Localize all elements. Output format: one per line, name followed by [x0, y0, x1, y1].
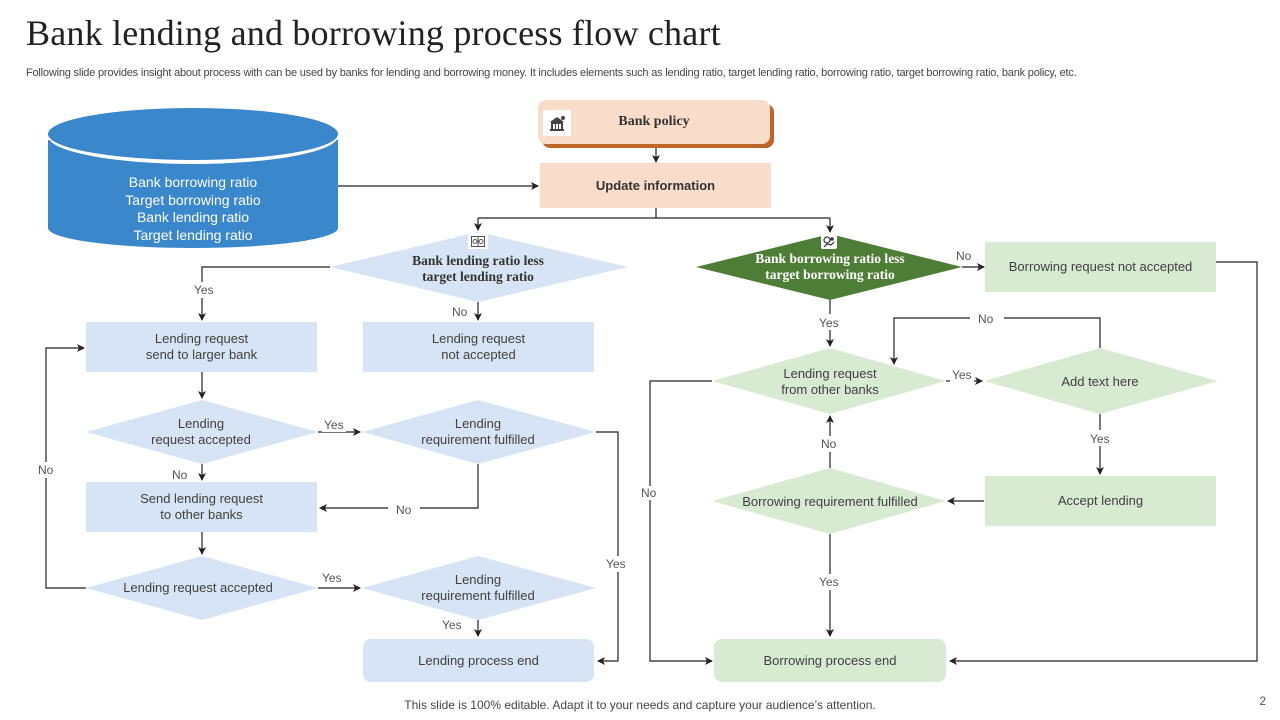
- decision-add-text[interactable]: Add text here: [1010, 372, 1190, 392]
- lending-send-larger-bank-label: Lending request send to larger bank: [145, 331, 258, 362]
- decision-lending-accepted-1-label: Lending request accepted: [151, 416, 251, 447]
- borrowing-process-end-box[interactable]: Borrowing process end: [714, 639, 946, 682]
- borrowing-not-accepted-box[interactable]: Borrowing request not accepted: [985, 242, 1216, 292]
- lending-process-end-label: Lending process end: [418, 652, 539, 668]
- decision-lending-accepted-1-shape: [86, 400, 318, 464]
- decision-lending-ratio[interactable]: Bank lending ratio less target lending r…: [360, 250, 596, 288]
- balance-book-icon: [468, 233, 488, 249]
- decision-lending-requirement-2-label: Lending requirement fulfilled: [421, 572, 535, 603]
- decision-lending-requirement-1-shape: [362, 400, 596, 464]
- lending-send-larger-bank-box[interactable]: Lending request send to larger bank: [86, 322, 317, 372]
- decision-lending-ratio-shape: [330, 232, 628, 302]
- decision-request-other-banks[interactable]: Lending request from other banks: [740, 364, 920, 400]
- update-information-box[interactable]: Update information: [540, 163, 771, 208]
- lending-not-accepted-box[interactable]: Lending request not accepted: [363, 322, 594, 372]
- bank-policy-label: Bank policy: [618, 114, 690, 129]
- footer-note: This slide is 100% editable. Adapt it to…: [404, 698, 876, 712]
- lending-not-accepted-label: Lending request not accepted: [431, 331, 526, 362]
- connectors: [45, 148, 1258, 665]
- decision-borrowing-requirement-shape: [712, 468, 946, 534]
- label-no-accepted-1: No: [170, 468, 190, 482]
- decision-lending-accepted-2[interactable]: Lending request accepted: [100, 578, 296, 598]
- database-ratios-text: Bank borrowing ratio Target borrowing ra…: [125, 174, 261, 243]
- label-no-borrowing-ratio: No: [954, 249, 974, 263]
- decision-lending-accepted-2-label: Lending request accepted: [123, 580, 273, 595]
- decision-borrowing-requirement[interactable]: Borrowing requirement fulfilled: [730, 492, 930, 512]
- accept-lending-box[interactable]: Accept lending: [985, 476, 1216, 526]
- decision-lending-requirement-1-label: Lending requirement fulfilled: [421, 416, 535, 447]
- borrowing-not-accepted-label: Borrowing request not accepted: [1008, 259, 1193, 274]
- decision-lending-requirement-2[interactable]: Lending requirement fulfilled: [382, 570, 574, 606]
- label-no-add-text: No: [976, 312, 996, 326]
- label-no-request-other: No: [639, 486, 659, 500]
- lending-process-end-box[interactable]: Lending process end: [363, 639, 594, 682]
- label-yes-add-text: Yes: [1088, 432, 1112, 446]
- label-yes-requirement-1: Yes: [604, 557, 628, 571]
- decision-lending-accepted-1[interactable]: Lending request accepted: [106, 414, 296, 450]
- decision-request-other-shape: [712, 348, 946, 414]
- label-yes-borrowing-requirement: Yes: [817, 575, 841, 589]
- send-other-banks-box[interactable]: Send lending request to other banks: [86, 482, 317, 532]
- slide-title: Bank lending and borrowing process flow …: [26, 13, 721, 53]
- label-no-requirement-1: No: [394, 503, 414, 517]
- decision-borrowing-ratio-shape: [696, 234, 962, 300]
- label-yes-lending-ratio: Yes: [192, 283, 216, 297]
- borrowing-process-end-label: Borrowing process end: [763, 652, 897, 668]
- bank-policy-box[interactable]: Bank policy: [538, 100, 770, 144]
- decision-add-text-label: Add text here: [1061, 374, 1139, 389]
- accept-lending-label: Accept lending: [1057, 493, 1144, 508]
- decision-borrowing-requirement-label: Borrowing requirement fulfilled: [742, 494, 918, 509]
- decision-add-text-shape: [984, 348, 1218, 414]
- money-hand-icon: [821, 234, 837, 249]
- update-information-label: Update information: [595, 177, 716, 193]
- decision-request-other-banks-label: Lending request from other banks: [781, 366, 879, 397]
- label-yes-borrowing-ratio: Yes: [817, 316, 841, 330]
- label-yes-accepted-1: Yes: [322, 418, 346, 432]
- decision-borrowing-ratio-label: Bank borrowing ratio less target borrowi…: [755, 251, 905, 282]
- label-yes-request-other: Yes: [950, 368, 974, 382]
- slide-subtitle: Following slide provides insight about p…: [26, 67, 1077, 79]
- send-other-banks-label: Send lending request to other banks: [140, 491, 263, 522]
- label-no-borrowing-requirement: No: [819, 437, 839, 451]
- label-no-lending-ratio: No: [450, 305, 470, 319]
- label-yes-accepted-2: Yes: [320, 571, 344, 585]
- page-number: 2: [1259, 694, 1266, 708]
- decision-borrowing-ratio[interactable]: Bank borrowing ratio less target borrowi…: [720, 248, 940, 286]
- decision-lending-accepted-2-shape: [86, 556, 318, 620]
- decision-lending-ratio-label: Bank lending ratio less target lending r…: [412, 253, 544, 284]
- database-cylinder: [48, 108, 338, 248]
- label-no-loop: No: [36, 463, 56, 477]
- bank-building-icon: [543, 110, 571, 136]
- label-yes-requirement-2: Yes: [440, 618, 464, 632]
- decision-lending-requirement-1[interactable]: Lending requirement fulfilled: [382, 414, 574, 450]
- decision-lending-requirement-2-shape: [362, 556, 596, 620]
